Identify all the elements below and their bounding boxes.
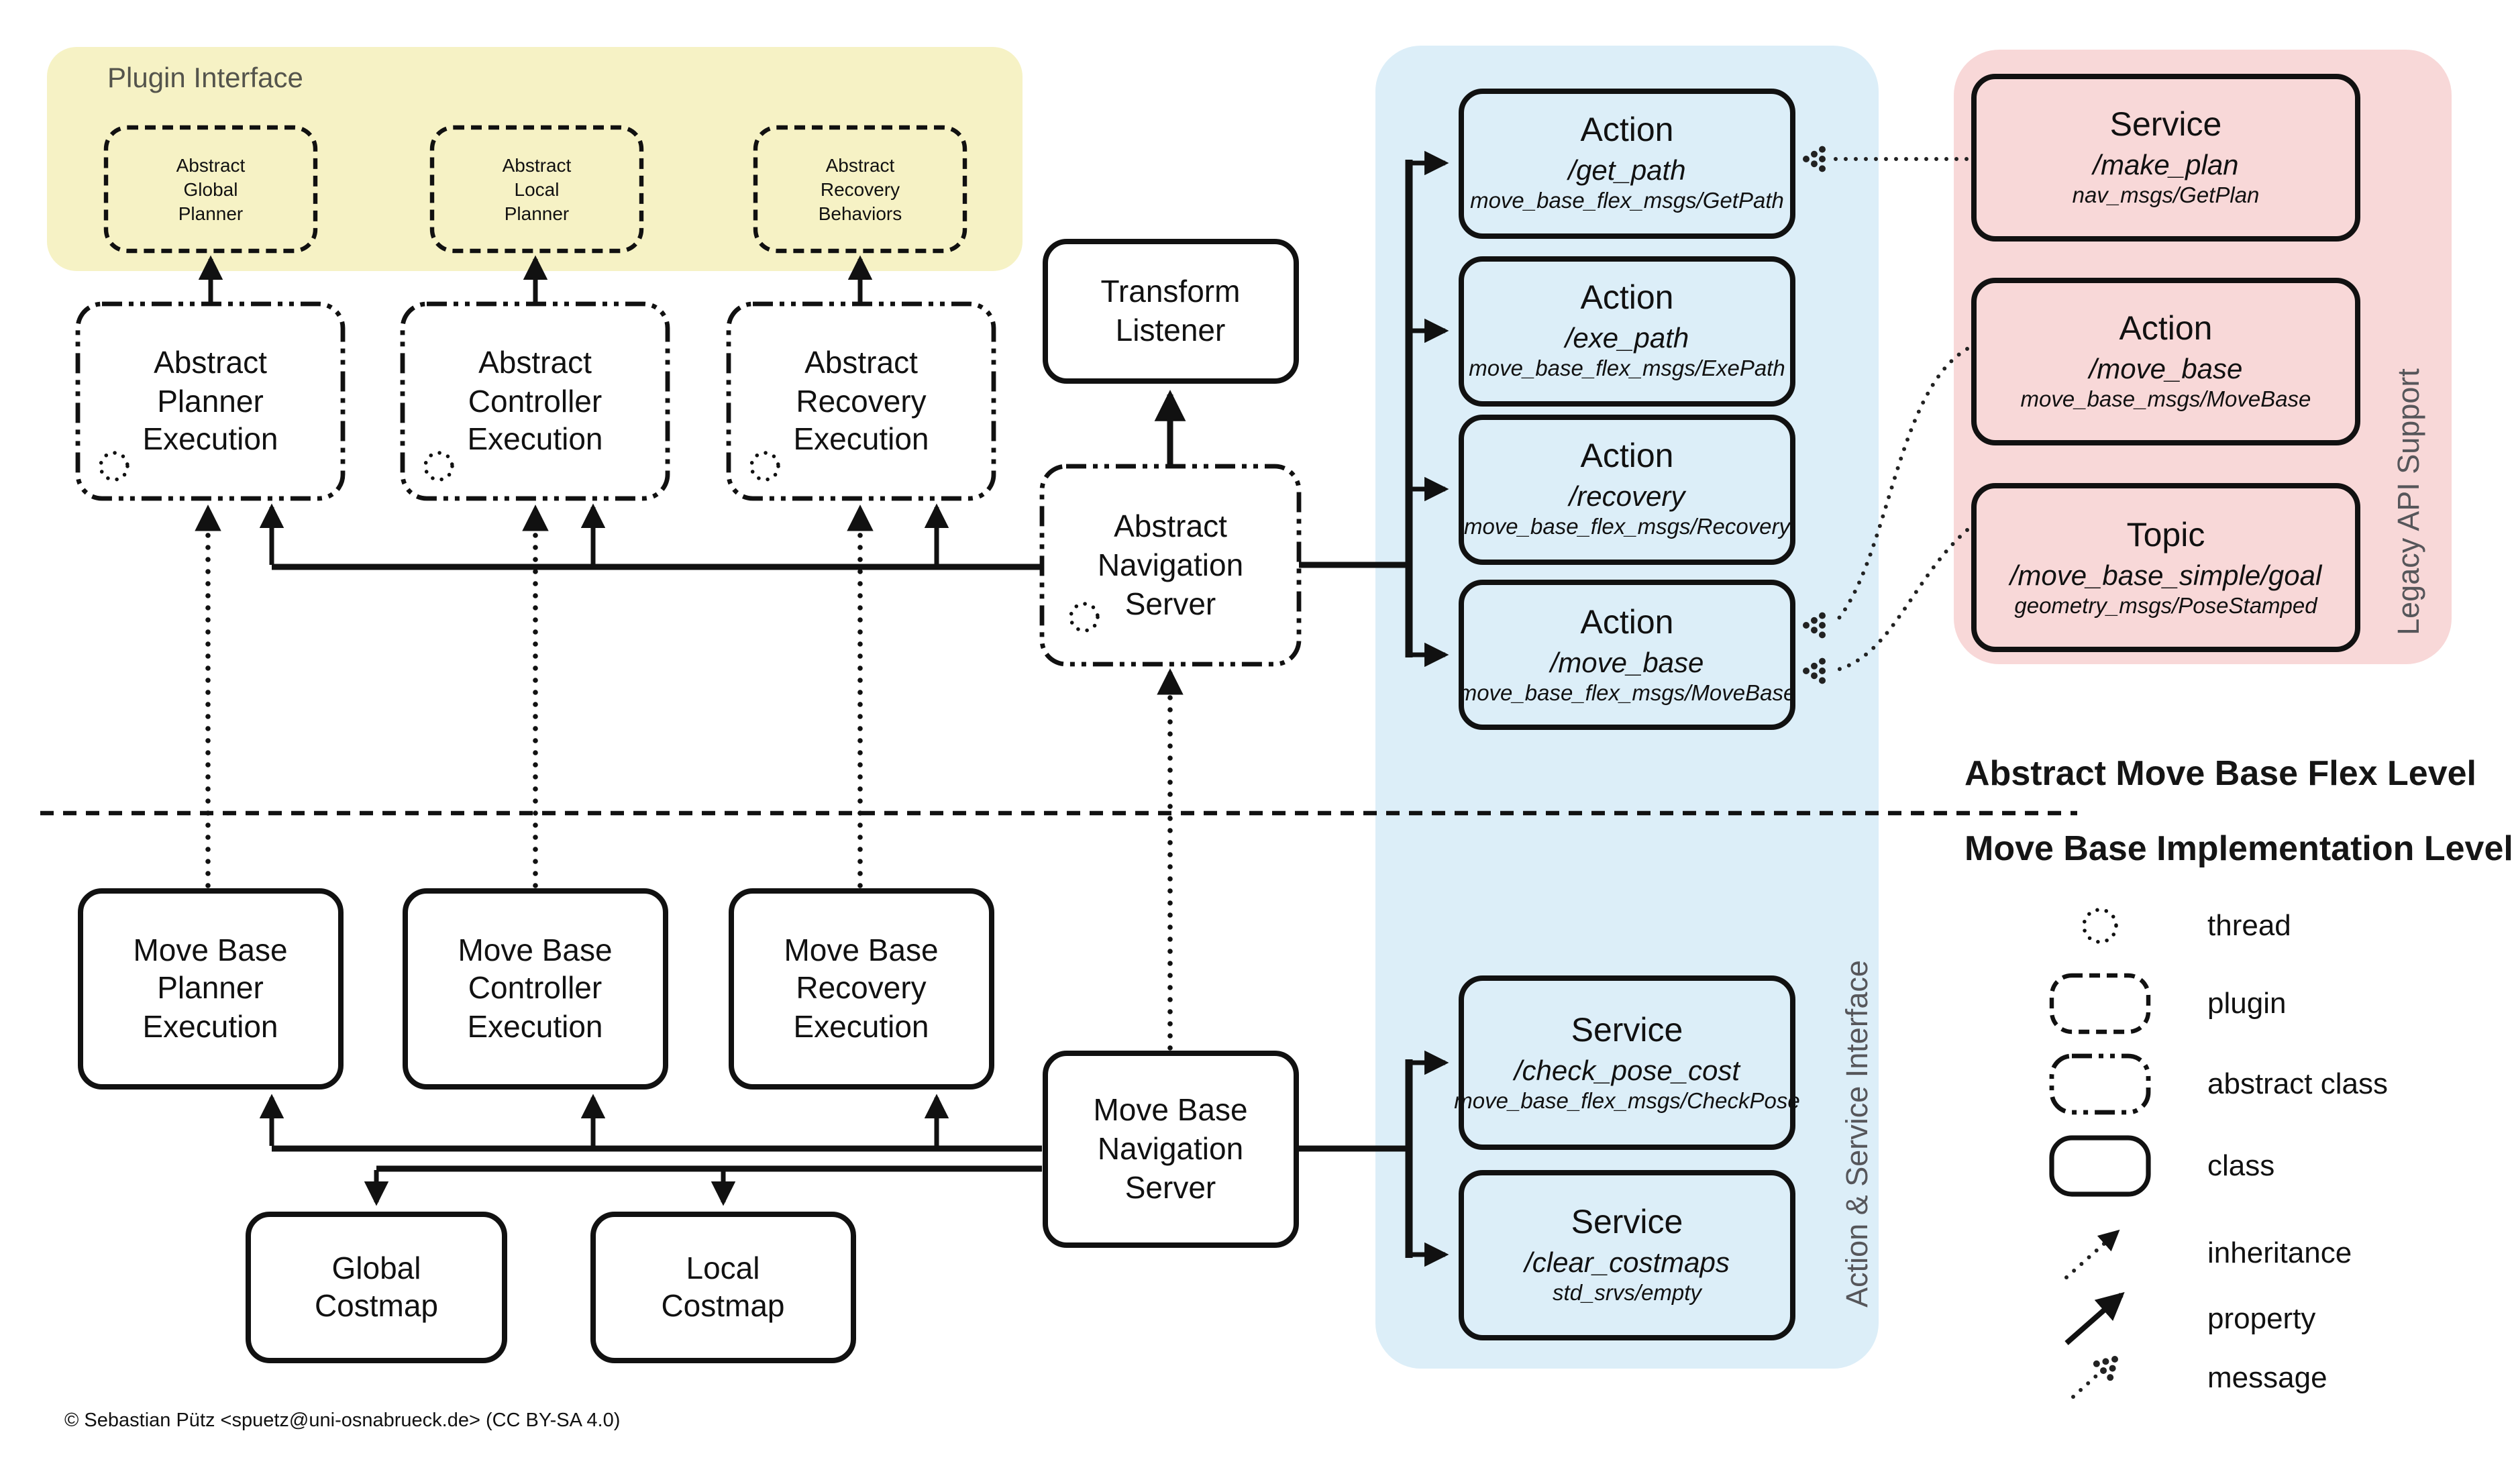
legend-message-icon	[2071, 1368, 2105, 1399]
abstract-controller-execution-box: Abstract Controller Execution	[467, 345, 603, 457]
legend-label-abstract-class: abstract class	[2207, 1067, 2388, 1100]
action-move-base-box: Action /move_base move_base_flex_msgs/Mo…	[1459, 580, 1795, 730]
abstract-level-label: Abstract Move Base Flex Level	[1965, 753, 2476, 793]
plugin-interface-label: Plugin Interface	[107, 63, 303, 94]
move-base-nav-server-service-trunk	[1299, 1050, 1449, 1267]
thread-icon	[1069, 602, 1100, 633]
abstract-planner-execution-box: Abstract Planner Execution	[142, 345, 278, 457]
legend-label-message: message	[2207, 1361, 2327, 1394]
plugin-box-borders	[103, 125, 967, 254]
service-check-pose-cost-box: Service /check_pose_cost move_base_flex_…	[1454, 975, 1800, 1150]
abstract-nav-server-property-network	[259, 503, 1042, 570]
execution-to-plugin-arrows	[198, 255, 873, 305]
abstract-class-borders	[75, 301, 1302, 667]
legend-label-property: property	[2207, 1302, 2316, 1335]
abstract-nav-server-action-trunk	[1299, 150, 1449, 668]
thread-icon	[99, 451, 129, 482]
action-recovery-box: Action /recovery move_base_flex_msgs/Rec…	[1459, 414, 1795, 564]
legend-icons	[2049, 908, 2151, 1399]
global-costmap-box: Global Costmap	[246, 1212, 507, 1363]
transform-listener-box: Transform Listener	[1042, 238, 1299, 384]
action-get-path-box: Action /get_path move_base_flex_msgs/Get…	[1459, 88, 1795, 238]
message-arrowhead-icon	[1803, 612, 1826, 639]
message-arrowhead-icon	[1803, 146, 1826, 172]
move-base-controller-execution-box: Move Base Controller Execution	[403, 888, 668, 1089]
legend-class-icon	[2049, 1135, 2151, 1197]
plugin-box-abstract-global-planner: Abstract Global Planner	[176, 154, 246, 225]
plugin-box-abstract-recovery-behaviors: Abstract Recovery Behaviors	[818, 154, 902, 225]
legend-inheritance-icon	[2064, 1229, 2120, 1279]
thread-icons	[99, 451, 1100, 633]
local-costmap-box: Local Costmap	[590, 1212, 855, 1363]
thread-icon	[423, 451, 454, 482]
legend-label-inheritance: inheritance	[2207, 1236, 2352, 1269]
move-base-nav-server-property-network	[259, 1094, 1042, 1206]
move-base-recovery-execution-box: Move Base Recovery Execution	[729, 888, 994, 1089]
move-base-planner-execution-box: Move Base Planner Execution	[78, 888, 343, 1089]
move-base-navigation-server-box: Move Base Navigation Server	[1042, 1051, 1299, 1247]
legacy-service-make-plan-box: Service /make_plan nav_msgs/GetPlan	[1971, 74, 2360, 242]
legend-property-icon	[2064, 1291, 2125, 1346]
inheritance-arrows	[195, 505, 1184, 1051]
legend-abstract-class-icon	[2049, 1053, 2151, 1115]
thread-icon	[749, 451, 780, 482]
legend-plugin-icon	[2049, 973, 2151, 1035]
copyright-notice: © Sebastian Pütz <spuetz@uni-osnabrueck.…	[64, 1410, 621, 1432]
legacy-topic-move-base-simple-goal-box: Topic /move_base_simple/goal geometry_ms…	[1971, 483, 2360, 652]
service-clear-costmaps-box: Service /clear_costmaps std_srvs/empty	[1459, 1169, 1795, 1340]
plugin-box-abstract-local-planner: Abstract Local Planner	[502, 154, 572, 225]
legacy-message-links	[1803, 146, 1969, 684]
legend-label-class: class	[2207, 1149, 2275, 1182]
legend-thread-icon	[2082, 908, 2118, 944]
abstract-recovery-execution-box: Abstract Recovery Execution	[793, 345, 929, 457]
abstract-navigation-server-box: Abstract Navigation Server	[1097, 509, 1244, 621]
message-arrowhead-icon	[1803, 657, 1826, 684]
implementation-level-label: Move Base Implementation Level	[1965, 828, 2513, 868]
legend-label-plugin: plugin	[2207, 986, 2287, 1020]
action-exe-path-box: Action /exe_path move_base_flex_msgs/Exe…	[1459, 256, 1795, 406]
legacy-action-move-base-box: Action /move_base move_base_msgs/MoveBas…	[1971, 278, 2360, 445]
legend-label-thread: thread	[2207, 908, 2291, 942]
